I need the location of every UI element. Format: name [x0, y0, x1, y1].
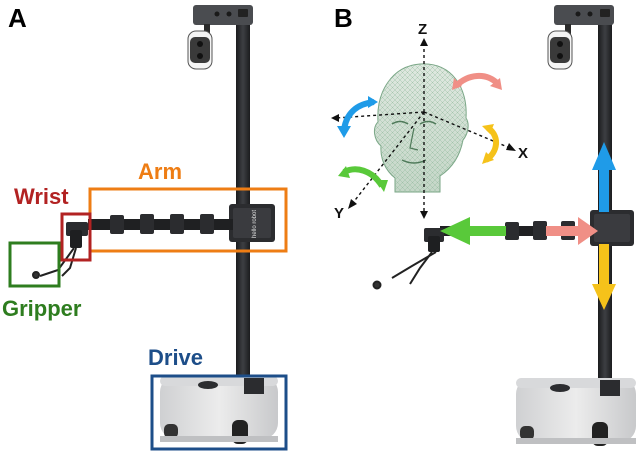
- lift-up-arrow: [592, 142, 616, 212]
- neg-x-arrowhead: [331, 114, 339, 122]
- robot-b-lift-carriage: [590, 210, 634, 246]
- lift-down-arrow: [592, 244, 616, 310]
- robot-b-gripper: [374, 252, 437, 289]
- wrist-label: Wrist: [14, 186, 69, 208]
- y-axis-arrowhead: [348, 199, 357, 209]
- robot-a-head-camera: [188, 24, 212, 69]
- panel-a-letter: A: [8, 5, 27, 31]
- robot-b-mobile-base: [516, 378, 636, 446]
- z-axis-arrowhead: [420, 38, 428, 46]
- robot-a: hello robot: [33, 5, 278, 444]
- panel-b-letter: B: [334, 5, 353, 31]
- robot-a-lift-carriage: hello robot: [229, 204, 275, 242]
- pitch-arrow-pink: [456, 76, 498, 86]
- robot-b-head-camera: [548, 24, 572, 69]
- x-axis-arrowhead: [506, 143, 516, 151]
- robot-a-gripper: [33, 248, 76, 278]
- robot-a-brand-text: hello robot: [252, 210, 258, 238]
- gripper-highlight-box: [10, 243, 59, 286]
- arm-extend-arrow: [440, 217, 506, 245]
- robot-a-wrist-motor: [66, 222, 88, 248]
- robot-a-mobile-base: [160, 376, 278, 444]
- robot-a-arm-segments: [88, 214, 233, 234]
- z-axis-label: Z: [418, 22, 427, 37]
- drive-label: Drive: [148, 347, 203, 369]
- y-axis-label: Y: [334, 206, 344, 221]
- x-axis-label: X: [518, 146, 528, 161]
- down-arrowhead: [420, 211, 428, 219]
- arm-label: Arm: [138, 161, 182, 183]
- gripper-label: Gripper: [2, 298, 81, 320]
- robot-b-wrist-motor: [424, 228, 444, 252]
